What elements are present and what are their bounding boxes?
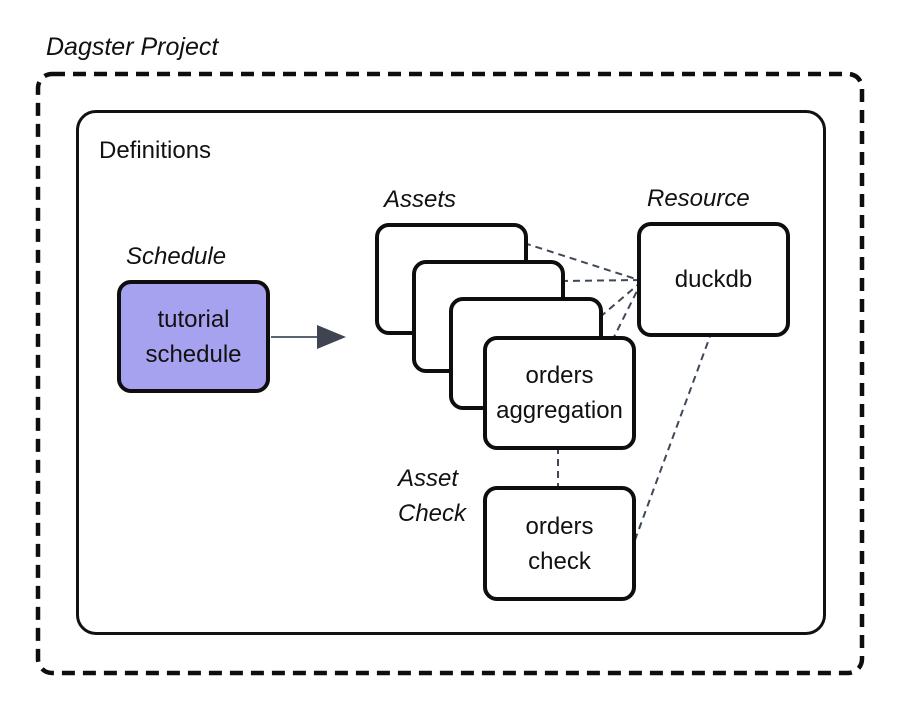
connector-asset3-duckdb: [599, 282, 641, 318]
connector-aggregation-duckdb: [611, 284, 641, 342]
dependency-connectors: [523, 242, 713, 549]
tutorial-schedule-node-line2: schedule: [145, 340, 242, 368]
project-dashed-border: [35, 71, 865, 676]
schedule-arrowhead-icon: [317, 325, 346, 349]
tutorial-schedule-node: tutorial schedule: [117, 280, 270, 393]
asset-check-label: Asset Check: [398, 461, 466, 531]
orders-aggregation-node-line2: aggregation: [496, 397, 623, 424]
connector-asset1-duckdb: [523, 242, 643, 282]
asset-check-label-line1: Asset: [398, 465, 459, 492]
assets-label: Assets: [384, 186, 457, 213]
duckdb-node-label: duckdb: [674, 266, 753, 293]
connector-asset2-duckdb: [560, 279, 643, 282]
diagram-title: Dagster Project: [46, 33, 219, 61]
orders-check-node: orders check: [483, 486, 636, 601]
resource-label: Resource: [647, 185, 750, 212]
asset-check-label-line2: Check: [398, 500, 467, 527]
connector-duckdb-orders-check: [631, 330, 713, 549]
orders-aggregation-node-line1: orders: [525, 362, 594, 389]
schedule-label: Schedule: [126, 243, 227, 270]
orders-check-node-line1: orders: [525, 512, 594, 540]
orders-check-node-line2: check: [528, 547, 591, 575]
duckdb-node: duckdb: [637, 222, 790, 337]
tutorial-schedule-node-line1: tutorial: [157, 305, 230, 333]
definitions-label: Definitions: [99, 137, 212, 164]
definitions-box: [76, 110, 826, 635]
orders-aggregation-node: orders aggregation: [483, 336, 636, 450]
